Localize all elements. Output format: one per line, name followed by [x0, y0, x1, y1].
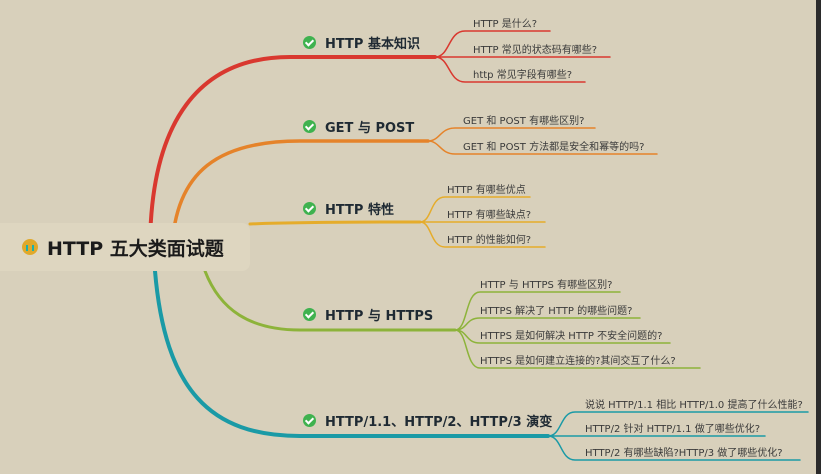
topic-label: HTTP 与 HTTPS: [325, 309, 434, 324]
subtopic[interactable]: GET 和 POST 方法都是安全和幂等的吗?: [463, 142, 645, 153]
branch-line-4: [203, 269, 457, 332]
branch-line-5: [153, 269, 550, 438]
subtopic[interactable]: HTTP 有哪些缺点?: [447, 210, 532, 221]
branch-line-2: [170, 139, 430, 252]
check-icon: [303, 202, 316, 215]
sub-lines-4: [454, 291, 701, 369]
subtopic[interactable]: HTTPS 是如何解决 HTTP 不安全问题的?: [480, 331, 663, 342]
subtopic[interactable]: HTTPS 解决了 HTTP 的哪些问题?: [480, 306, 633, 317]
subtopic[interactable]: HTTP 是什么?: [473, 19, 538, 30]
branch-line-1: [148, 55, 437, 252]
window-edge: [816, 0, 821, 474]
root-topic[interactable]: HTTP 五大类面试题: [0, 223, 250, 271]
topic-http-versions[interactable]: HTTP/1.1、HTTP/2、HTTP/3 演变: [303, 411, 552, 430]
topic-label: HTTP 特性: [325, 203, 394, 218]
topic-get-post[interactable]: GET 与 POST: [303, 117, 414, 136]
root-title: HTTP 五大类面试题: [47, 237, 224, 260]
emoji-icon: [22, 239, 38, 255]
subtopic[interactable]: 说说 HTTP/1.1 相比 HTTP/1.0 提高了什么性能?: [585, 400, 803, 411]
subtopic[interactable]: HTTP/2 针对 HTTP/1.1 做了哪些优化?: [585, 424, 761, 435]
subtopic[interactable]: HTTPS 是如何建立连接的?其间交互了什么?: [480, 356, 676, 367]
subtopic[interactable]: HTTP 常见的状态码有哪些?: [473, 45, 598, 56]
subtopic[interactable]: HTTP 与 HTTPS 有哪些区别?: [480, 280, 613, 291]
topic-http-basics[interactable]: HTTP 基本知识: [303, 33, 420, 52]
topic-http-features[interactable]: HTTP 特性: [303, 199, 394, 218]
sub-lines-1: [434, 30, 611, 83]
sub-lines-2: [427, 127, 658, 155]
topic-label: HTTP/1.1、HTTP/2、HTTP/3 演变: [325, 415, 553, 430]
check-icon: [303, 36, 316, 49]
subtopic[interactable]: HTTP 有哪些优点: [447, 185, 526, 196]
topic-http-https[interactable]: HTTP 与 HTTPS: [303, 305, 433, 324]
check-icon: [303, 414, 316, 427]
sub-lines-3: [419, 196, 546, 248]
sub-lines-5: [547, 411, 809, 461]
subtopic[interactable]: HTTP 的性能如何?: [447, 235, 532, 246]
check-icon: [303, 308, 316, 321]
topic-label: GET 与 POST: [325, 121, 415, 136]
check-icon: [303, 120, 316, 133]
branch-line-3: [248, 220, 422, 226]
topic-label: HTTP 基本知识: [325, 37, 420, 52]
subtopic[interactable]: http 常见字段有哪些?: [473, 70, 573, 81]
subtopic[interactable]: GET 和 POST 有哪些区别?: [463, 116, 585, 127]
subtopic[interactable]: HTTP/2 有哪些缺陷?HTTP/3 做了哪些优化?: [585, 448, 783, 459]
